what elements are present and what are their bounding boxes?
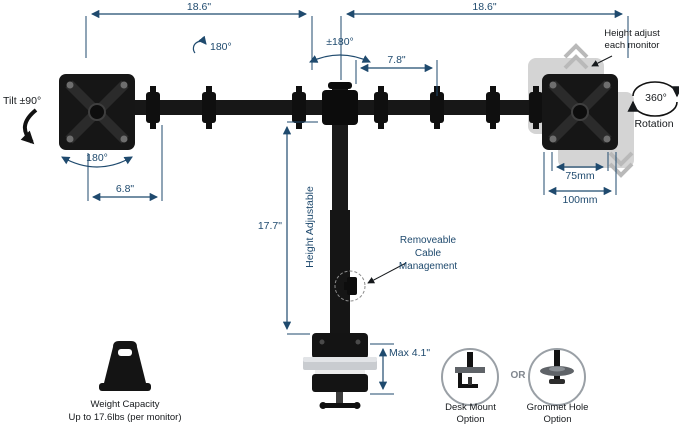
label-desk-mount-line1: Desk Mount bbox=[445, 402, 496, 413]
arm-joints bbox=[146, 86, 543, 129]
cable-clip bbox=[334, 270, 366, 302]
dim-vesa-outer: 100mm bbox=[562, 194, 598, 206]
dim-pole-swivel: ±180° bbox=[326, 36, 354, 48]
label-cable-line2: Cable bbox=[414, 248, 442, 259]
left-vesa-plate bbox=[59, 74, 135, 150]
label-height-adjustable: Height Adjustable bbox=[304, 186, 316, 268]
dim-plate-swivel: 180° bbox=[86, 152, 108, 164]
dim-clamp-max: Max 4.1" bbox=[389, 347, 431, 359]
dim-top-right-span: 18.6" bbox=[472, 1, 497, 13]
label-weight-capacity: Weight Capacity bbox=[90, 399, 160, 410]
desk-mount-option-icon bbox=[441, 348, 499, 406]
dim-top-left-span: 18.6" bbox=[186, 1, 212, 13]
right-vesa-plate bbox=[542, 74, 618, 150]
dim-vesa-inner: 75mm bbox=[565, 170, 595, 182]
label-tilt: Tilt ±90° bbox=[3, 95, 42, 107]
dimension-lines bbox=[61, 9, 629, 395]
label-cable-line3: Management bbox=[398, 261, 458, 272]
dim-arm-section: 6.8" bbox=[115, 183, 135, 195]
label-weight-detail: Up to 17.6lbs (per monitor) bbox=[68, 412, 182, 423]
label-grommet-line1: Grommet Hole bbox=[526, 402, 589, 413]
rotation-arrow-top bbox=[632, 81, 679, 98]
label-or: OR bbox=[510, 370, 526, 381]
label-rotation: Rotation bbox=[634, 118, 674, 130]
weight-icon bbox=[99, 341, 151, 391]
label-cable-line1: Removeable bbox=[399, 235, 457, 246]
rotation-arrow-bottom bbox=[627, 100, 678, 117]
label-cable-management: Removeable Cable Management bbox=[392, 234, 464, 273]
desk-clamp bbox=[303, 333, 377, 409]
grommet-hole-option-icon bbox=[528, 348, 586, 406]
height-adjust-arrows bbox=[563, 43, 634, 178]
dim-pole-offset: 7.8" bbox=[387, 54, 406, 66]
dim-pole-height: 17.7" bbox=[257, 220, 282, 232]
label-height-adjust: Height adjust each monitor bbox=[588, 28, 676, 52]
label-height-adjust-line1: Height adjust bbox=[604, 28, 660, 39]
label-grommet-line2: Option bbox=[543, 414, 572, 425]
tilt-arrow bbox=[20, 108, 38, 145]
label-rotation-degrees: 360° bbox=[645, 92, 667, 104]
dim-arm-swivel: 180° bbox=[210, 41, 232, 53]
annotation-arrows bbox=[20, 55, 679, 284]
label-desk-mount-line2: Option bbox=[456, 414, 485, 425]
label-height-adjust-line2: each monitor bbox=[604, 40, 660, 51]
center-pole bbox=[322, 82, 358, 343]
